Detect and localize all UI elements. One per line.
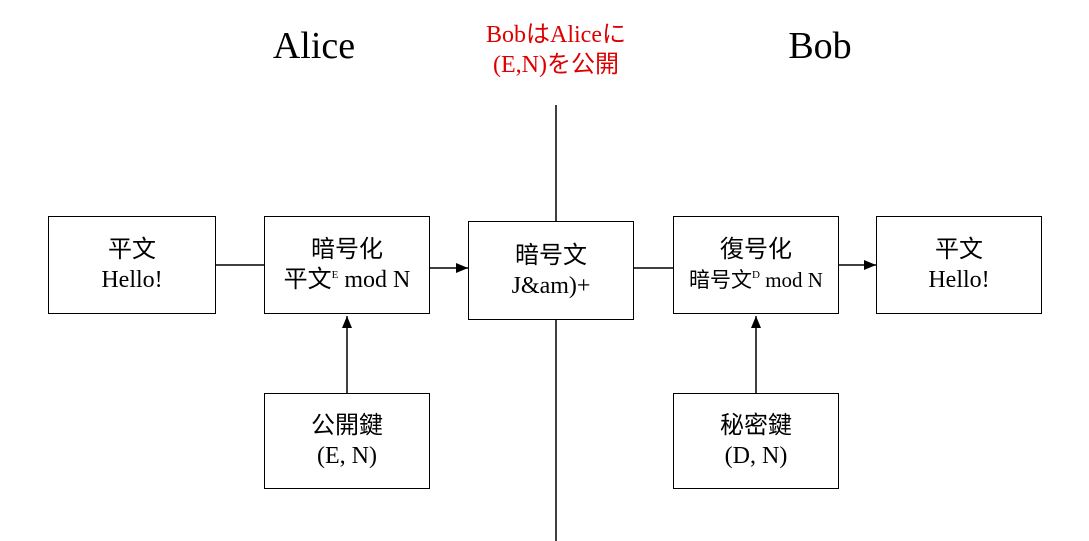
bob-plaintext-box: 平文 Hello! (876, 216, 1042, 314)
private-key-value: (D, N) (724, 443, 788, 469)
ciphertext-box: 暗号文 J&am)+ (468, 221, 634, 320)
decrypt-box: 復号化 暗号文D mod N (673, 216, 839, 314)
decrypt-title: 復号化 (720, 237, 792, 263)
public-key-note-line2: (E,N)を公開 (493, 52, 619, 78)
alice-plaintext-value: Hello! (101, 267, 163, 293)
ciphertext-value: J&am)+ (511, 272, 591, 299)
decrypt-formula-base: 暗号文 (689, 268, 753, 292)
public-key-value: (E, N) (317, 443, 377, 469)
alice-plaintext-title: 平文 (108, 237, 156, 263)
bob-label: Bob (788, 25, 852, 67)
encrypt-formula-rest: mod N (338, 267, 411, 293)
decrypt-formula-exponent: D (752, 269, 760, 281)
bob-plaintext-value: Hello! (928, 267, 990, 293)
alice-plaintext-box: 平文 Hello! (48, 216, 216, 314)
private-key-box: 秘密鍵 (D, N) (673, 393, 839, 489)
private-key-title: 秘密鍵 (720, 413, 792, 439)
encrypt-formula-base: 平文 (283, 267, 332, 293)
decrypt-formula-rest: mod N (759, 268, 823, 292)
public-key-note-line1: BobはAliceに (486, 22, 626, 48)
decrypt-formula: 暗号文D mod N (689, 265, 823, 295)
public-key-note: BobはAliceに (E,N)を公開 (446, 20, 666, 80)
encrypt-formula: 平文E mod N (284, 265, 411, 295)
encrypt-title: 暗号化 (311, 237, 383, 263)
encrypt-box: 暗号化 平文E mod N (264, 216, 430, 314)
public-key-box: 公開鍵 (E, N) (264, 393, 430, 489)
bob-plaintext-title: 平文 (935, 237, 983, 263)
encrypt-formula-exponent: E (331, 269, 339, 281)
public-key-title: 公開鍵 (311, 413, 383, 439)
ciphertext-title: 暗号文 (515, 242, 587, 269)
alice-label: Alice (272, 25, 356, 67)
